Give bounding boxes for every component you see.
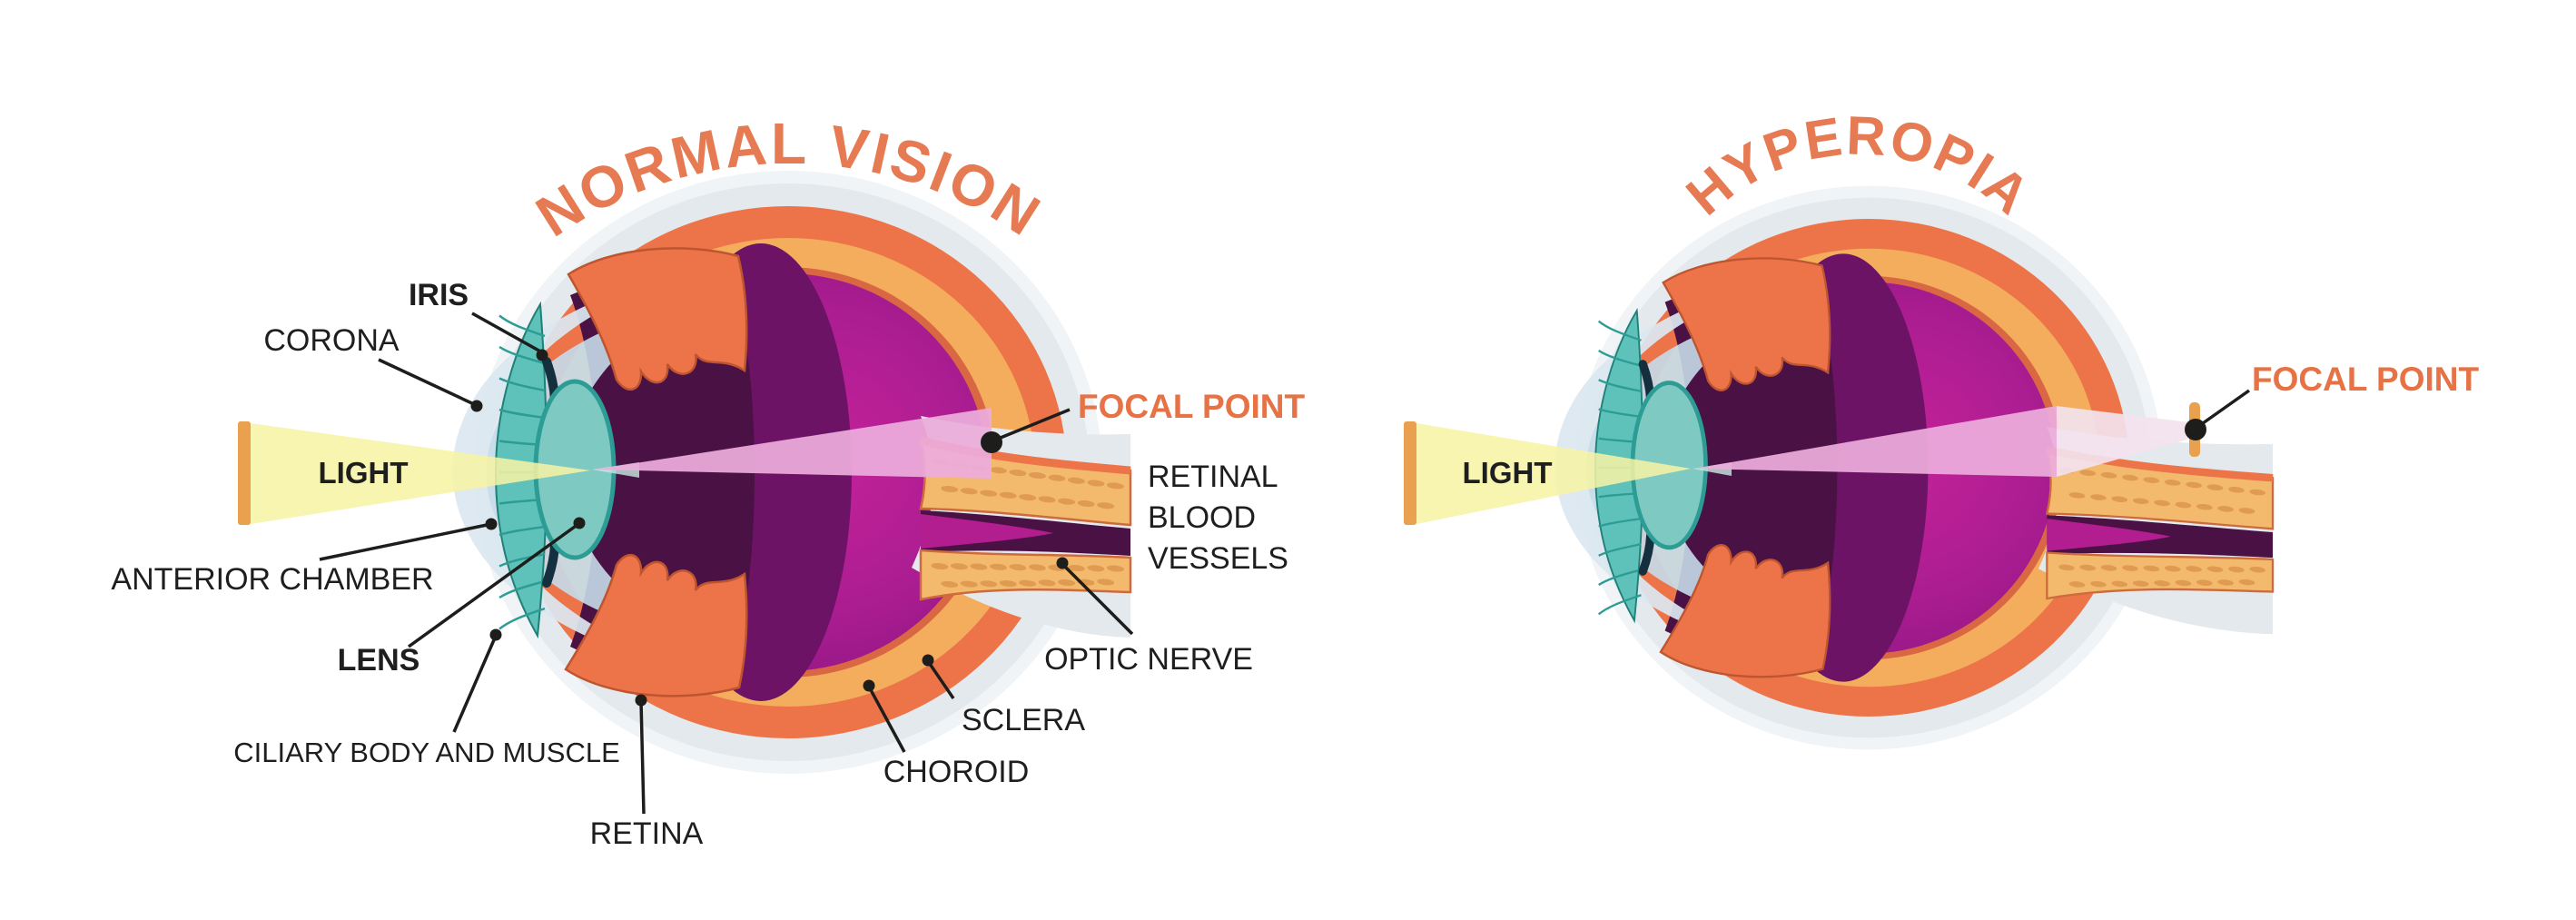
label-dot-choroid <box>863 679 875 692</box>
label-dot-ciliary-body <box>489 628 502 641</box>
light-source-bar-left <box>238 421 251 525</box>
label-retina: RETINA <box>590 816 704 851</box>
label-ciliary-body: CILIARY BODY AND MUSCLE <box>233 737 620 768</box>
vitreous-protrusion <box>2047 519 2171 551</box>
leader-line-corona <box>378 358 477 407</box>
beam-beyond-retina-right <box>2057 406 2196 477</box>
label-dot-anterior-chamber <box>485 518 498 530</box>
label-light-left: LIGHT <box>319 456 409 490</box>
light-beam-yellow-right <box>1416 423 1691 524</box>
leader-line-focal-point-right <box>2195 389 2251 430</box>
focused-beam-pink-right <box>1694 406 2057 477</box>
label-retinal-blood-vessels-2: BLOOD <box>1148 500 1256 535</box>
ciliary-body-top <box>1662 257 1831 391</box>
leader-line-optic-nerve <box>1061 562 1134 636</box>
ciliary-body-top <box>567 247 748 391</box>
right-eye-annotations: LIGHT FOCAL POINT <box>1463 361 2480 490</box>
label-iris: IRIS <box>409 278 469 312</box>
label-dot-corona <box>470 400 483 412</box>
leader-line-focal-point-left <box>991 408 1071 443</box>
leader-line-sclera <box>926 660 955 699</box>
focal-point-dot-left <box>981 431 1002 453</box>
label-dot-retina <box>635 694 647 707</box>
ciliary-body-bottom <box>1659 544 1831 678</box>
light-source-bar-right <box>1404 421 1416 525</box>
optic-nerve <box>2038 427 2275 635</box>
label-corona: CORONA <box>263 323 400 358</box>
label-sclera: SCLERA <box>962 703 1085 737</box>
label-dot-lens <box>573 517 586 529</box>
label-anterior-chamber: ANTERIOR CHAMBER <box>111 562 433 597</box>
label-light-right: LIGHT <box>1463 456 1553 490</box>
label-dot-iris <box>536 349 548 361</box>
anterior-chamber <box>486 295 725 647</box>
leader-line-choroid <box>867 686 906 753</box>
light-beam-yellow-left <box>251 423 590 524</box>
anterior-chamber <box>1586 302 1810 631</box>
focal-point-dot-right <box>2185 419 2206 440</box>
leader-line-anterior-chamber <box>319 522 492 561</box>
focused-beam-pink-left <box>595 408 992 479</box>
light-beams <box>238 402 2200 525</box>
ciliary-body-bottom <box>564 554 748 697</box>
leader-line-lens <box>407 522 580 648</box>
left-eye-annotations: IRIS CORONA LIGHT ANTERIOR CHAMBER LENS … <box>111 278 1305 851</box>
label-retinal-blood-vessels-1: RETINAL <box>1148 460 1278 494</box>
label-focal-point-left: FOCAL POINT <box>1078 388 1305 425</box>
label-choroid: CHOROID <box>883 755 1030 789</box>
label-dot-optic-nerve <box>1056 557 1069 569</box>
label-focal-point-right: FOCAL POINT <box>2252 361 2479 398</box>
vitreous-protrusion <box>921 514 1053 549</box>
label-dot-sclera <box>922 654 934 667</box>
optic-nerve-lower-branch <box>2046 551 2275 600</box>
leader-line-ciliary-body <box>452 635 498 733</box>
leader-line-retina <box>639 700 646 815</box>
label-lens: LENS <box>338 643 420 678</box>
leader-line-iris <box>471 312 543 354</box>
label-optic-nerve: OPTIC NERVE <box>1044 642 1253 677</box>
label-retinal-blood-vessels-3: VESSELS <box>1148 541 1288 576</box>
